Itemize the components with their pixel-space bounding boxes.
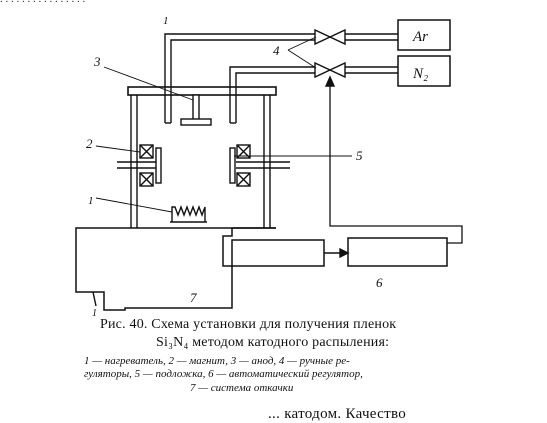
argon-box	[397, 19, 451, 51]
leader-4b	[287, 49, 317, 69]
label-1: 1	[88, 195, 94, 207]
figure-caption-title: Рис. 40. Схема установки для получения п…	[100, 317, 397, 332]
label-5: 5	[356, 148, 363, 163]
chamber-lid	[127, 86, 277, 96]
leader-3	[103, 66, 194, 101]
gas-tube-lower	[229, 66, 315, 124]
pumping-system	[75, 227, 276, 311]
signal-arrow	[339, 247, 350, 259]
label-top-1: 1	[163, 15, 169, 27]
argon-label: Ar	[412, 29, 428, 45]
label-bottom-1: 1	[92, 308, 97, 319]
feedback-line	[329, 78, 463, 244]
legend-line-3: 7 — система откачки	[190, 382, 294, 394]
label-2: 2	[86, 136, 93, 151]
magnet-left	[139, 144, 154, 187]
label-4: 4	[273, 43, 280, 58]
cathode-left	[117, 147, 162, 184]
gas-tube-upper	[164, 33, 315, 124]
legend-line-2: гуляторы, 5 — подложка, 6 — автоматическ…	[84, 368, 363, 380]
exhaust-line	[92, 291, 97, 307]
label-3: 3	[93, 54, 101, 69]
top-text-fragment: . . . . . . . . . . . . . . . .	[0, 0, 85, 5]
control-unit-block	[231, 239, 325, 267]
body-text-fragment: ... катодом. Качество	[268, 406, 407, 422]
gas-tube-to-nitrogen	[345, 66, 398, 74]
label-7: 7	[190, 290, 197, 305]
legend-line-1: 1 — нагреватель, 2 — магнит, 3 — анод, 4…	[84, 355, 350, 367]
valve-upper	[314, 28, 346, 46]
valve-lower	[314, 61, 346, 79]
nitrogen-box	[397, 55, 451, 87]
leader-1	[95, 197, 173, 213]
figure-caption-subtitle: Si₃N₄ методом катодного распыления:	[156, 335, 390, 350]
gas-tube-to-argon	[345, 33, 398, 41]
magnet-right	[236, 144, 251, 187]
leader-2	[95, 145, 141, 153]
cathode-right	[229, 147, 290, 184]
label-6: 6	[376, 275, 383, 290]
auto-regulator-box	[347, 237, 448, 267]
heater	[170, 205, 207, 223]
feedback-arrow	[324, 75, 336, 87]
anode	[180, 94, 212, 126]
nitrogen-label: N₂	[412, 66, 428, 82]
leader-4a	[287, 36, 317, 51]
